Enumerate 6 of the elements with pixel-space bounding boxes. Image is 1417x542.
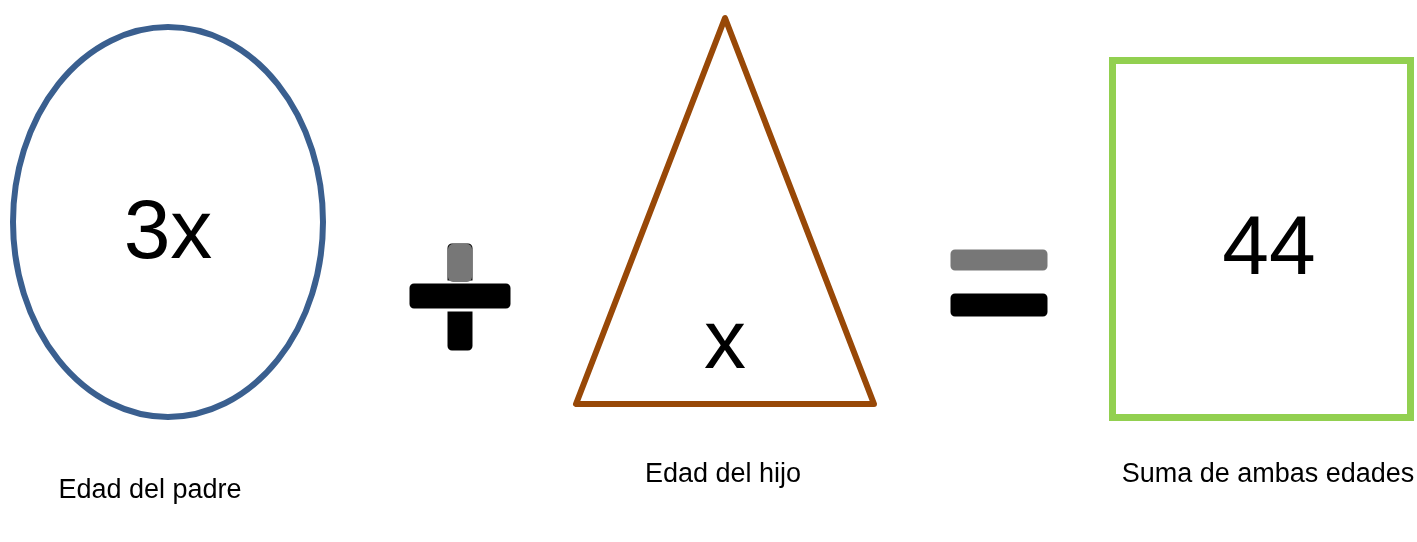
- math-term: x: [704, 297, 746, 381]
- shape-caption: Edad del padre: [57, 473, 243, 506]
- shape-caption: Edad del hijo: [643, 457, 803, 490]
- math-term: 44: [1222, 203, 1316, 287]
- math-term: 3x: [123, 187, 213, 271]
- shape-caption: Suma de ambas edades: [1120, 457, 1416, 490]
